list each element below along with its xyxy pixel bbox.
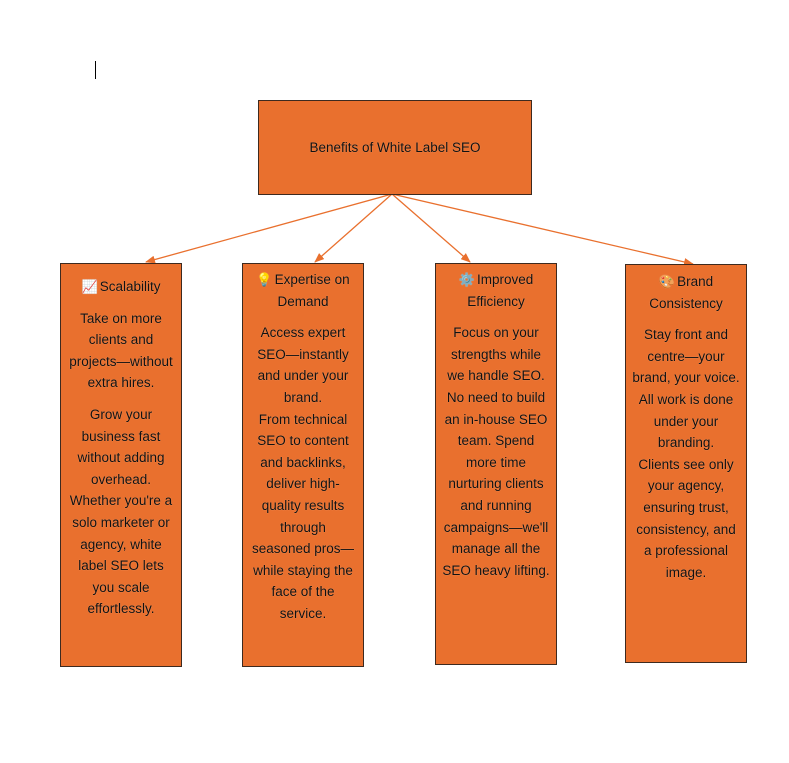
- card-title: Improved Efficiency: [467, 272, 534, 309]
- card-paragraph: All work is done under your branding.: [638, 391, 734, 451]
- connector-expertise: [314, 193, 393, 263]
- artist-palette-icon: 🎨: [658, 274, 676, 289]
- light-bulb-icon: 💡: [256, 272, 273, 287]
- card-brand: 🎨Brand Consistency Stay front and centre…: [625, 264, 747, 663]
- card-title: Brand Consistency: [649, 274, 723, 311]
- connector-brand: [391, 193, 694, 266]
- card-paragraph: Grow your business fast without adding o…: [69, 406, 173, 617]
- root-title: Benefits of White Label SEO: [309, 139, 481, 155]
- card-heading: ⚙️Improved Efficiency: [442, 269, 550, 312]
- card-paragraph: Take on more clients and projects—withou…: [69, 310, 173, 391]
- card-heading: 📈Scalability: [67, 276, 175, 298]
- card-heading: 🎨Brand Consistency: [632, 271, 740, 314]
- card-heading: 💡Expertise on Demand: [249, 269, 357, 312]
- card-efficiency: ⚙️Improved Efficiency Focus on your stre…: [435, 263, 557, 665]
- text-cursor: [95, 61, 96, 79]
- card-paragraph: Clients see only your agency, ensuring t…: [636, 456, 736, 580]
- connector-scalability: [145, 193, 393, 264]
- root-node: Benefits of White Label SEO: [258, 100, 532, 195]
- card-expertise: 💡Expertise on Demand Access expert SEO—i…: [242, 263, 364, 667]
- card-paragraph: Focus on your strengths while we handle …: [442, 325, 550, 578]
- card-paragraph: Access expert SEO—instantly and under yo…: [257, 325, 349, 405]
- card-paragraph: Stay front and centre—your brand, your v…: [632, 327, 740, 386]
- card-scalability: 📈Scalability Take on more clients and pr…: [60, 263, 182, 667]
- card-title: Expertise on Demand: [274, 272, 350, 309]
- connector-efficiency: [391, 193, 471, 263]
- chart-increasing-icon: 📈: [81, 279, 98, 294]
- card-title: Scalability: [99, 279, 161, 294]
- gear-icon: ⚙️: [458, 272, 475, 287]
- card-paragraph: From technical SEO to content and backli…: [251, 411, 355, 621]
